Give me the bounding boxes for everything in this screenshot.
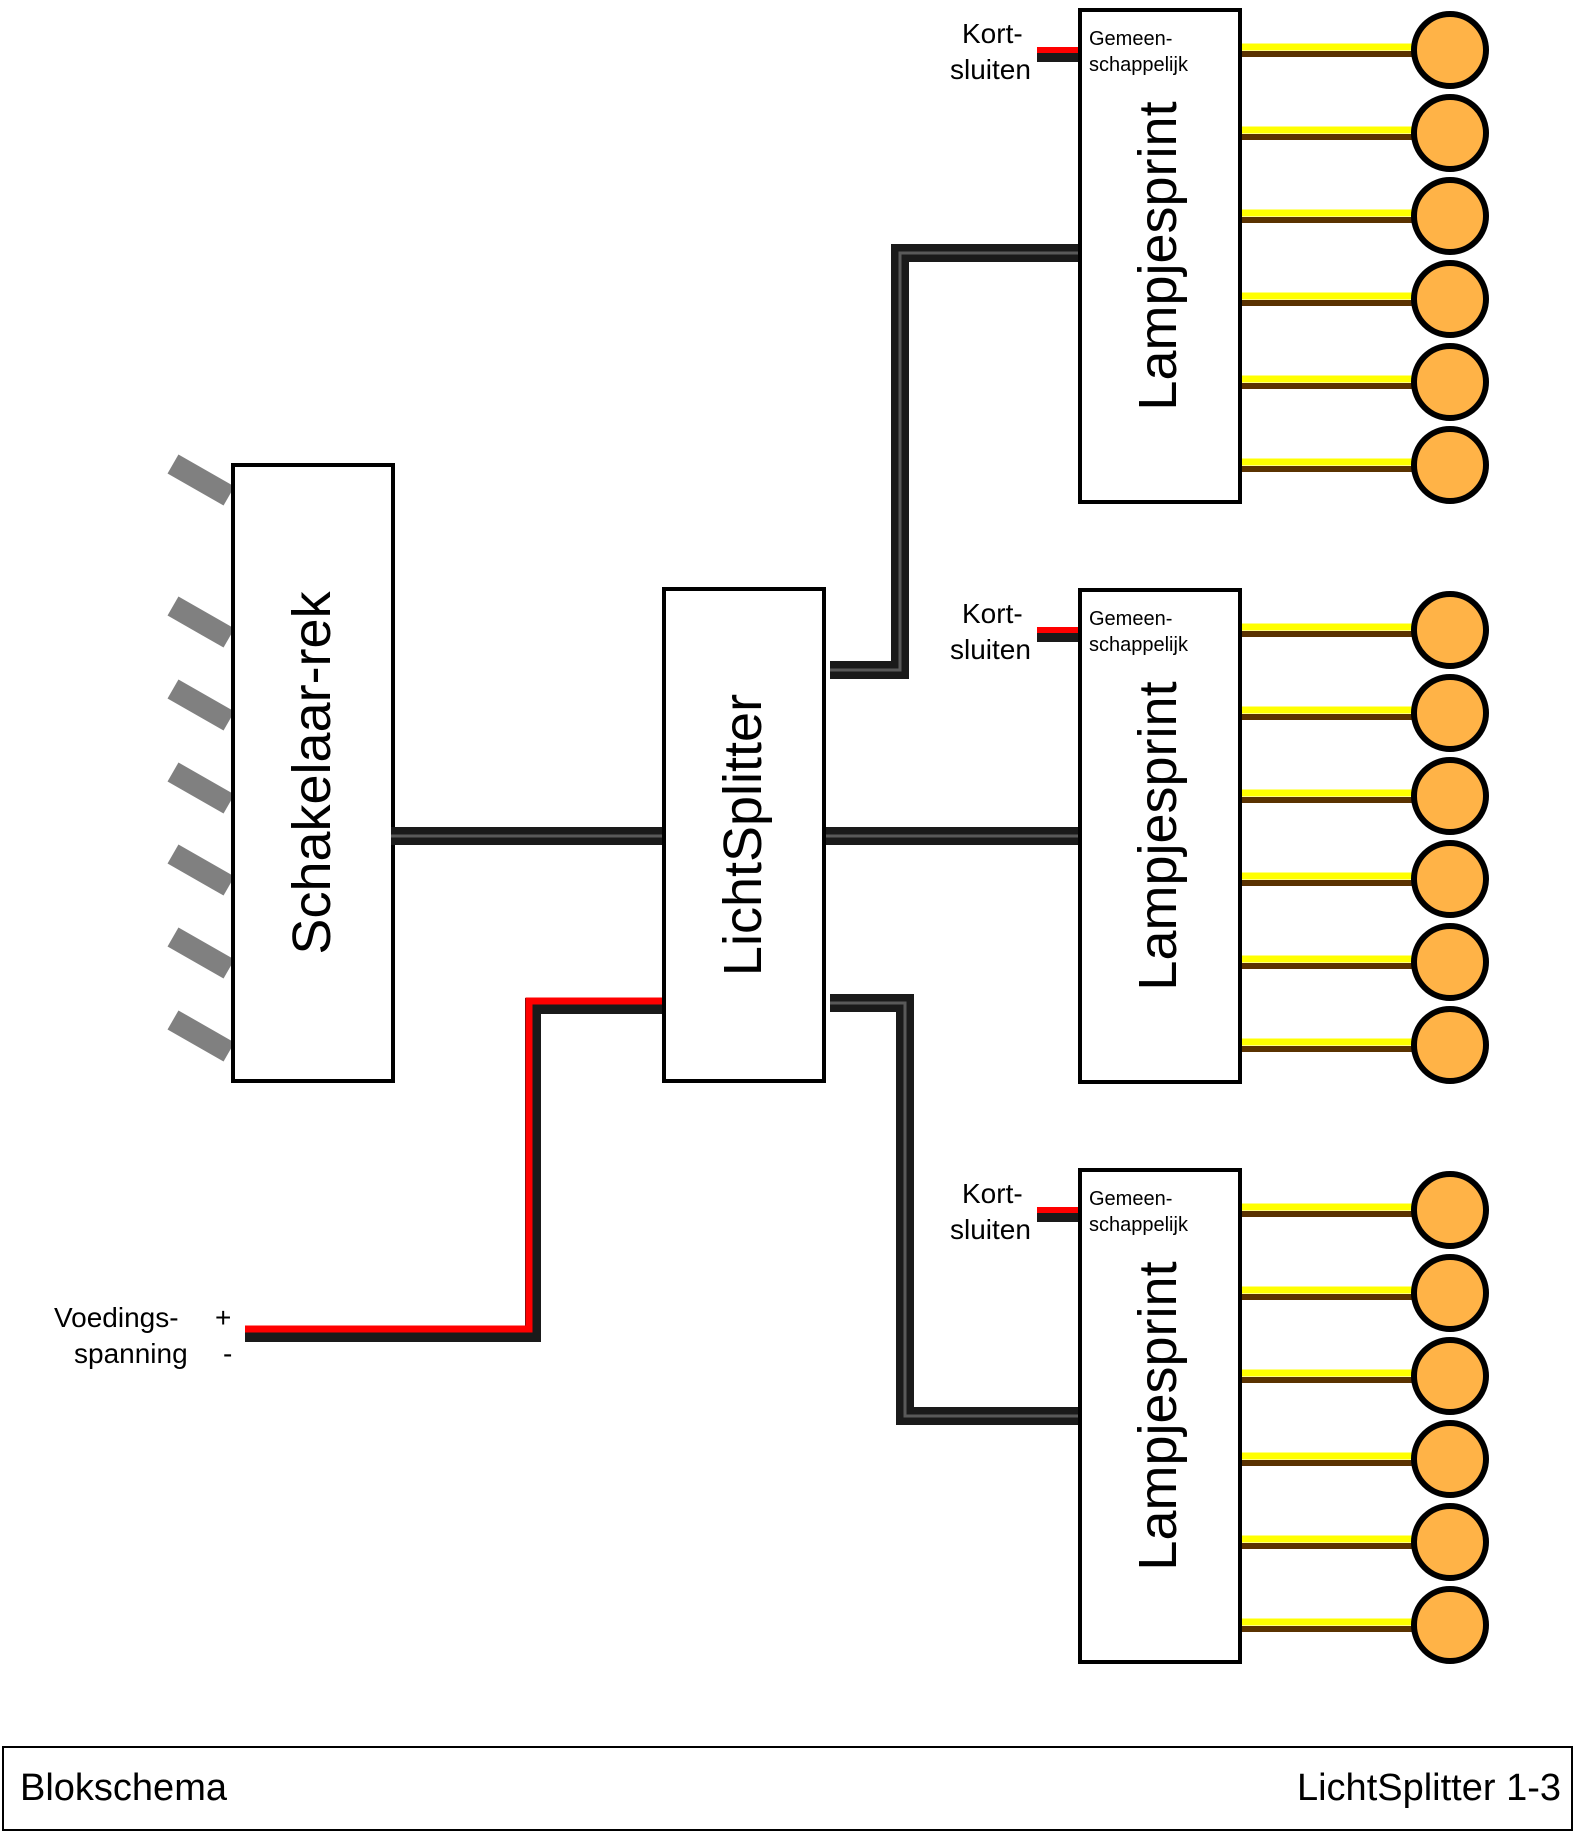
lamp-5 <box>1411 923 1489 1001</box>
switch-lever-2 <box>167 596 235 648</box>
lamp-6 <box>1411 1586 1489 1664</box>
lamp-board-1: Gemeen-schappelijk Kort-sluitenLampjespri… <box>950 8 1489 504</box>
lamp-4 <box>1411 1420 1489 1498</box>
lamp-1 <box>1411 11 1489 89</box>
common-label-line2: schappelijk <box>1089 1214 1189 1236</box>
short-label-line1: Kort- <box>962 598 1023 629</box>
switch-rack-label: Schakelaar-rek <box>282 590 342 954</box>
lamp-1 <box>1411 591 1489 669</box>
lamp-2 <box>1411 1254 1489 1332</box>
lampjesprint-label: Lampjesprint <box>1128 681 1188 990</box>
lamp-board-2: Gemeen-schappelijk Kort-sluitenLampjespri… <box>950 588 1489 1084</box>
lamp-1 <box>1411 1171 1489 1249</box>
lamp-2 <box>1411 674 1489 752</box>
lampjesprint-label: Lampjesprint <box>1128 1261 1188 1570</box>
common-label-line2: schappelijk <box>1089 54 1189 76</box>
lamp-6 <box>1411 426 1489 504</box>
switch-levers <box>167 454 235 1062</box>
lamp-board-box <box>1078 588 1242 1084</box>
short-label-line2: sluiten <box>950 54 1031 85</box>
lamp-3 <box>1411 1337 1489 1415</box>
short-label-line1: Kort- <box>962 1178 1023 1209</box>
splitter-to-board-3-cable <box>830 994 1082 1425</box>
common-label-line1: Gemeen- <box>1089 1188 1172 1210</box>
power-label-line2: spanning <box>74 1338 188 1369</box>
common-label-line2: schappelijk <box>1089 634 1189 656</box>
lampjesprint-label: Lampjesprint <box>1128 101 1188 410</box>
lichtsplitter-label: LichtSplitter <box>713 694 773 976</box>
footer-left-title: Blokschema <box>20 1767 228 1809</box>
common-label-line1: Gemeen- <box>1089 608 1172 630</box>
lamp-3 <box>1411 757 1489 835</box>
lamp-3 <box>1411 177 1489 255</box>
switch-lever-4 <box>167 762 235 814</box>
switch-lever-1 <box>167 454 235 506</box>
power-minus-sign: - <box>223 1338 232 1369</box>
short-label-line1: Kort- <box>962 18 1023 49</box>
splitter-to-board-1-cable <box>830 244 1082 679</box>
lamp-5 <box>1411 1503 1489 1581</box>
short-label-line2: sluiten <box>950 634 1031 665</box>
short-label-line2: sluiten <box>950 1214 1031 1245</box>
lichtsplitter-box <box>662 587 826 1083</box>
lamp-4 <box>1411 260 1489 338</box>
switch-rack-box <box>231 463 395 1083</box>
lamp-board-box <box>1078 1168 1242 1664</box>
switch-lever-7 <box>167 1010 235 1062</box>
switch-lever-6 <box>167 927 235 979</box>
lamp-board-box <box>1078 8 1242 504</box>
lamp-board-3: Gemeen-schappelijk Kort-sluitenLampjespri… <box>950 1168 1489 1664</box>
lamp-5 <box>1411 343 1489 421</box>
footer-right-title: LichtSplitter 1-3 <box>1297 1767 1561 1809</box>
switch-lever-5 <box>167 844 235 896</box>
power-plus-sign: + <box>215 1302 231 1333</box>
lamp-2 <box>1411 94 1489 172</box>
common-label-line1: Gemeen- <box>1089 28 1172 50</box>
power-label-line1: Voedings- <box>54 1302 179 1333</box>
lamp-6 <box>1411 1006 1489 1084</box>
switch-lever-3 <box>167 679 235 731</box>
lamp-4 <box>1411 840 1489 918</box>
title-block <box>2 1746 1573 1831</box>
lamp-boards: Gemeen-schappelijkKort-sluitenLampjespri… <box>950 8 1489 1664</box>
power-wire <box>245 997 664 1342</box>
